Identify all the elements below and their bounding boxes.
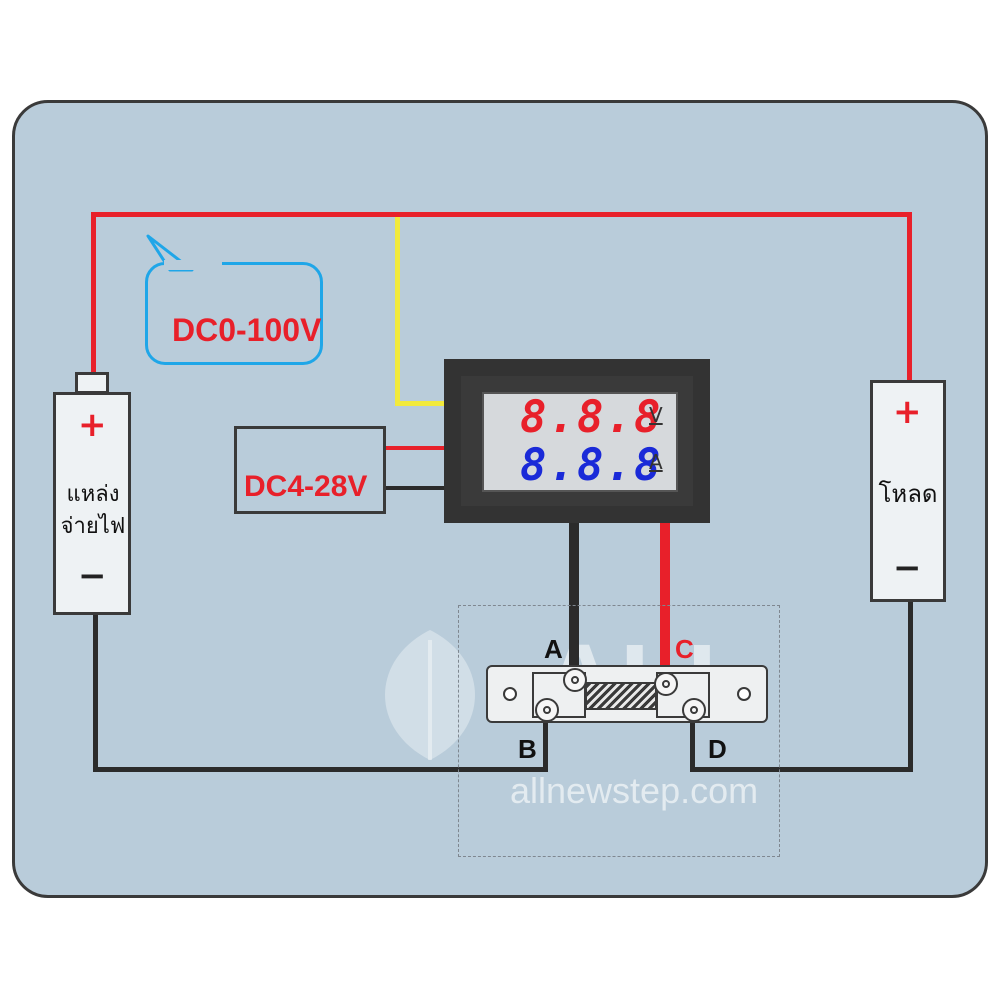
load-minus-sign: − (893, 548, 922, 588)
terminal-b-screw (535, 698, 559, 722)
sense-wire-horizontal (395, 401, 445, 406)
voltage-reading: 8.8.8 (520, 392, 663, 443)
supply-label-line1: แหล่ง (66, 482, 120, 507)
current-unit: A (649, 450, 663, 474)
load-label: โหลด (878, 480, 938, 508)
terminal-c-screw (654, 672, 678, 696)
aux-negative-wire (386, 486, 446, 490)
measure-range-label: DC0-100V (172, 312, 322, 348)
aux-power-label: DC4-28V (244, 470, 368, 503)
negative-wire-bottom-right (690, 767, 913, 772)
voltage-unit: V (649, 403, 663, 427)
negative-wire-to-b (543, 712, 548, 772)
shunt-dashed-outline (458, 605, 780, 857)
speech-bubble (145, 262, 323, 365)
terminal-b-label: B (518, 734, 537, 764)
aux-positive-wire (386, 446, 446, 450)
meter-wire-to-c (660, 523, 670, 683)
negative-wire-supply-drop (93, 613, 98, 771)
positive-wire-supply-drop (91, 212, 96, 374)
aux-power-box (234, 426, 386, 514)
positive-wire-load-drop (907, 212, 912, 382)
supply-terminal-cap (75, 372, 109, 394)
terminal-a-screw (563, 668, 587, 692)
watermark-leaf-icon (385, 630, 475, 760)
shunt-mount-hole-right (737, 687, 751, 701)
positive-wire-top (91, 212, 912, 217)
terminal-c-label: C (675, 634, 694, 664)
negative-wire-bottom-left (93, 767, 547, 772)
load (870, 380, 946, 602)
speech-bubble-tail-mask (164, 260, 222, 270)
negative-wire-to-d (690, 712, 695, 772)
terminal-d-screw (682, 698, 706, 722)
watermark-site: allnewstep.com (510, 770, 759, 811)
meter-wire-to-a (569, 523, 579, 683)
meter-display (482, 392, 678, 492)
terminal-a-label: A (544, 634, 563, 664)
supply-minus-sign: − (78, 556, 107, 596)
supply-label-line2: จ่ายไฟ (60, 514, 126, 539)
shunt-mount-hole-left (503, 687, 517, 701)
power-supply (53, 392, 131, 615)
load-plus-sign: + (893, 392, 922, 432)
sense-wire-vertical (395, 217, 400, 405)
shunt-element (585, 682, 657, 710)
terminal-d-label: D (708, 734, 727, 764)
supply-plus-sign: + (78, 405, 107, 445)
negative-wire-load-drop (908, 600, 913, 771)
current-reading: 8.8.8 (520, 440, 663, 491)
